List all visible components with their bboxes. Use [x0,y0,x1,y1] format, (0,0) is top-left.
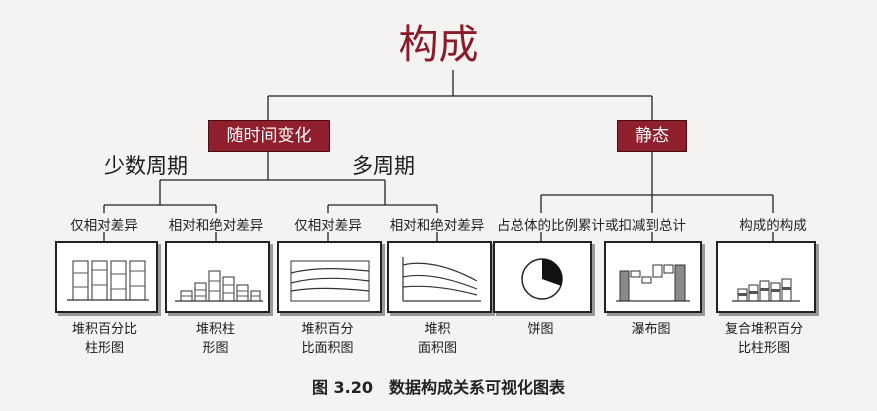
category-share-and-cumulative: 占总体的比例累计或扣减到总计 [497,214,715,234]
compound-stacked-column-icon [732,278,800,302]
branch-over-time: 随时间变化 [208,120,330,152]
category-share-of-total: 占总体的比例 [497,218,578,234]
stacked-area-icon [402,257,481,302]
stacked-percent-column-card [55,241,158,313]
chart-label-stacked-percent-area: 堆积百分 比面积图 [301,322,354,356]
waterfall-chart-icon [616,264,690,302]
category-relative-only-2: 仅相对差异 [294,218,362,234]
category-relative-only-1: 仅相对差异 [70,218,138,234]
chart-label-compound-stacked-column: 复合堆积百分 比柱形图 [724,322,803,356]
group-many-periods: 多周期 [352,154,415,178]
chart-label-stacked-area: 堆积 面积图 [417,322,457,356]
stacked-column-card [165,241,270,313]
pie-chart-card [493,241,592,313]
category-cumulative: 累计或扣减到总计 [578,218,686,234]
compound-stacked-column-card [716,241,816,313]
stacked-percent-area-card [277,241,382,313]
chart-label-stacked-column: 堆积柱 形图 [195,322,235,356]
category-relative-absolute-2: 相对和绝对差异 [389,218,485,234]
waterfall-chart-card [604,241,702,313]
stacked-column-icon [175,270,263,302]
group-few-periods: 少数周期 [104,154,188,178]
chart-label-pie: 饼图 [527,322,554,337]
stacked-percent-area-icon [290,260,370,302]
root-title: 构成 [398,22,479,68]
branch-static: 静态 [617,120,687,152]
category-relative-absolute-1: 相对和绝对差异 [168,218,264,234]
pie-chart-icon [521,258,563,300]
stacked-area-card [387,241,492,313]
figure-caption: 图 3.20 数据构成关系可视化图表 [311,378,566,397]
chart-label-stacked-percent-column: 堆积百分比 柱形图 [71,322,137,356]
stacked-percent-column-icon [67,260,149,301]
category-composition-of-composition: 构成的构成 [739,218,807,234]
chart-label-waterfall: 瀑布图 [631,322,671,337]
